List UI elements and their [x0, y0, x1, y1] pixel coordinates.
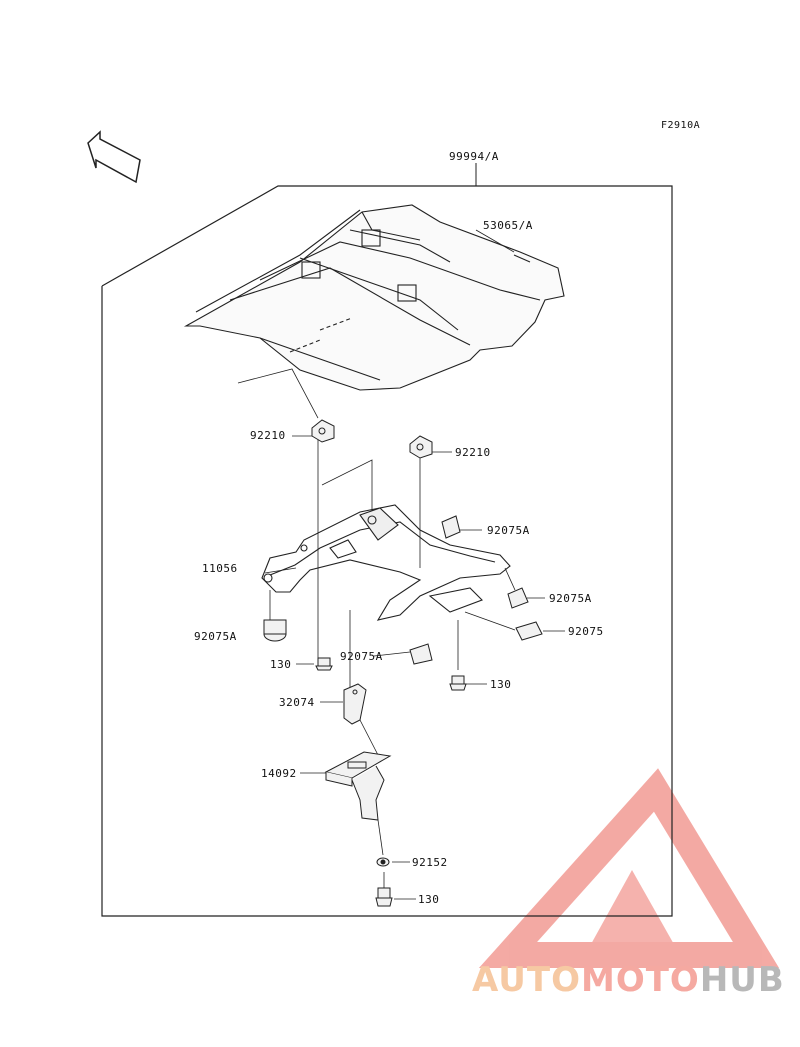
watermark-part2: MOTO — [580, 960, 700, 1000]
guide-lines — [237, 368, 565, 900]
damper-92075-right — [515, 621, 543, 641]
label-damper-left: 92075A — [194, 630, 237, 643]
nut-92210-left — [311, 419, 335, 443]
label-damper-center: 92075A — [340, 650, 383, 663]
nut-92210-right — [409, 435, 433, 459]
damper-92075A-left — [263, 619, 287, 642]
label-nut-left: 92210 — [250, 429, 286, 442]
label-kit: 99994/A — [449, 150, 499, 163]
seat-cover-drawing — [183, 204, 565, 391]
label-bracket: 11056 — [202, 562, 238, 575]
damper-92075A-center — [409, 643, 433, 665]
label-nut-right: 92210 — [455, 446, 491, 459]
label-damper-mid-right: 92075A — [549, 592, 592, 605]
holder-14092-drawing — [324, 751, 392, 821]
label-nut-small: 92152 — [412, 856, 448, 869]
watermark-logo-icon — [478, 768, 780, 968]
kit-outline — [101, 185, 673, 917]
label-bolt-bottom: 130 — [418, 893, 440, 906]
front-arrow-icon — [87, 130, 141, 184]
stay-32074-drawing — [343, 683, 367, 725]
damper-92075A-upper-right — [441, 515, 461, 539]
figure-code: F2910A — [661, 120, 701, 131]
watermark-part1: AUTO — [472, 960, 581, 1000]
label-bolt-right: 130 — [490, 678, 512, 691]
bolt-130-right — [449, 675, 467, 691]
label-damper-right: 92075 — [568, 625, 604, 638]
watermark-text: AUTOMOTOHUB — [472, 960, 785, 1000]
bolt-130-bottom — [375, 887, 393, 907]
label-stay: 32074 — [279, 696, 315, 709]
label-seat-cover: 53065/A — [483, 219, 533, 232]
label-bolt-left: 130 — [270, 658, 292, 671]
watermark-part3: HUB — [699, 960, 785, 1000]
bolt-130-left — [315, 657, 333, 671]
damper-92075A-mid-right — [507, 587, 529, 609]
nut-92152-drawing — [376, 857, 390, 867]
bracket-11056-drawing — [261, 504, 511, 621]
label-damper-upper-right: 92075A — [487, 524, 530, 537]
label-holder: 14092 — [261, 767, 297, 780]
